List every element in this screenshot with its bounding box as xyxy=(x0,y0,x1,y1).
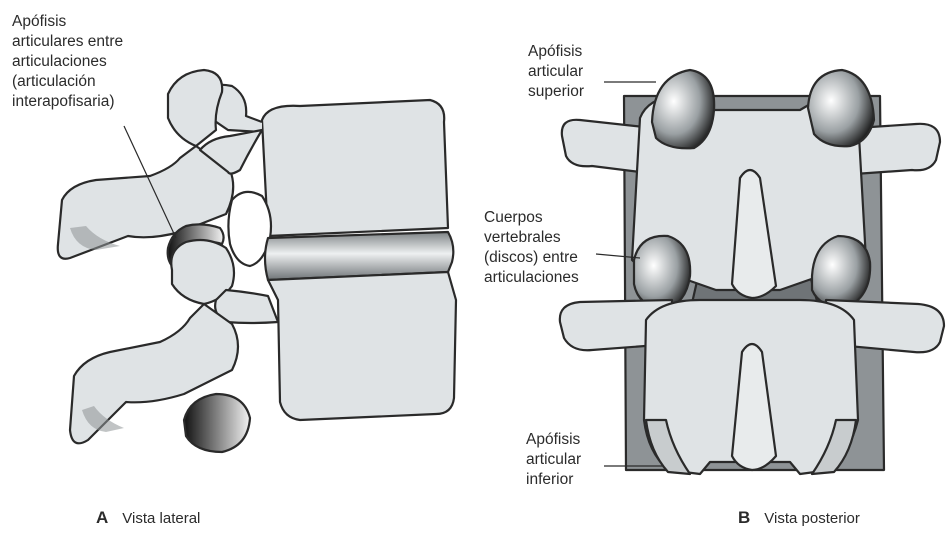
lower-vertebral-body xyxy=(268,272,456,420)
caption-lateral-text: Vista lateral xyxy=(122,510,200,527)
upper-vertebral-body xyxy=(262,100,448,236)
middle-facet-right xyxy=(812,236,870,308)
lower-articular-facet xyxy=(184,394,250,452)
facet-joint-label: Apófisis articulares entre articulacione… xyxy=(12,12,123,112)
posterior-view xyxy=(560,70,944,474)
caption-posterior: B Vista posterior xyxy=(738,508,860,528)
middle-facet-left xyxy=(634,236,690,310)
inferior-articular-label: Apófisis articular inferior xyxy=(526,430,581,490)
lateral-view xyxy=(58,70,456,452)
caption-lateral: A Vista lateral xyxy=(96,508,200,528)
superior-articular-left xyxy=(652,70,714,148)
caption-lateral-letter: A xyxy=(96,508,108,527)
superior-articular-label: Apófisis articular superior xyxy=(528,42,584,102)
superior-articular-right xyxy=(808,70,874,146)
vertebral-bodies-label: Cuerpos vertebrales (discos) entre artic… xyxy=(484,208,579,288)
caption-posterior-text: Vista posterior xyxy=(764,510,860,527)
caption-posterior-letter: B xyxy=(738,508,750,527)
upper-superior-process xyxy=(168,70,222,146)
